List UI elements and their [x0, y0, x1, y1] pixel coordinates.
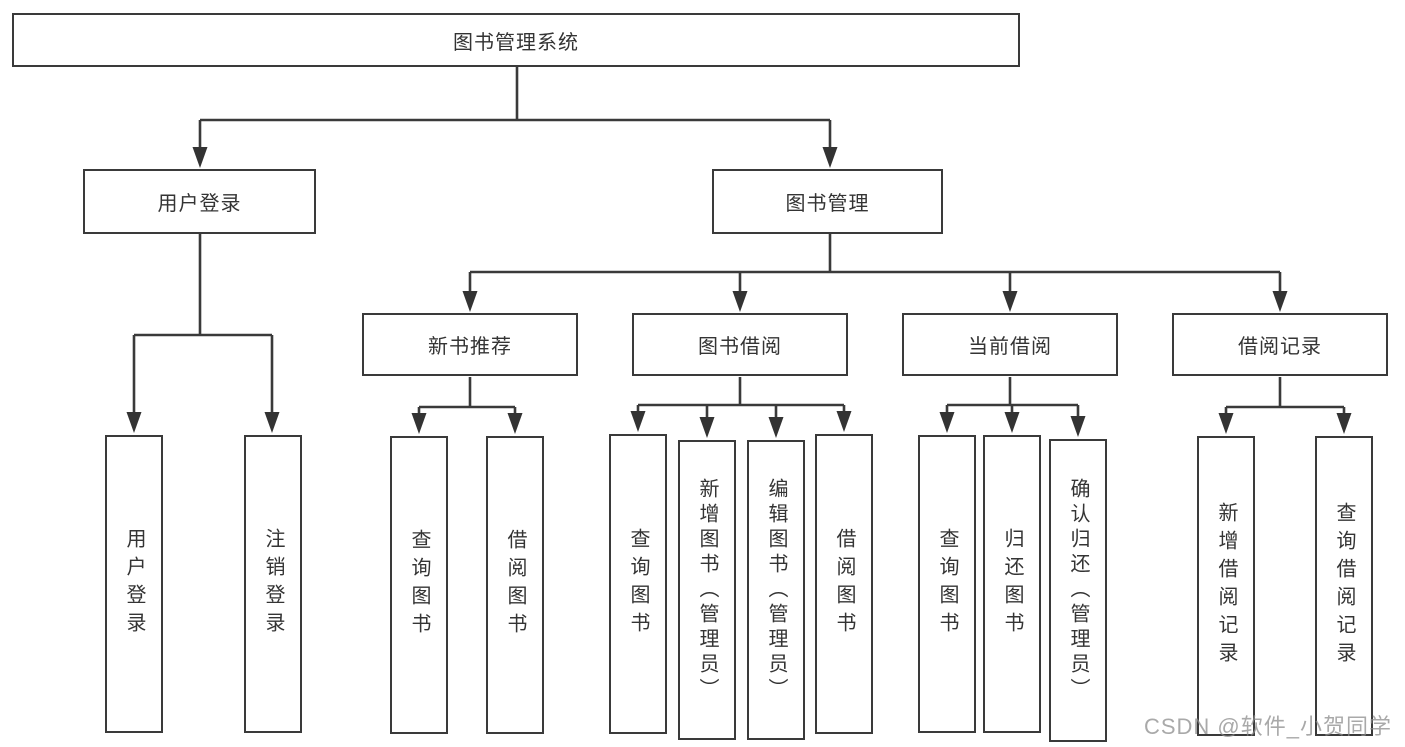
leaf-user-login: 用户登录: [105, 435, 163, 733]
leaf-label: 查询图书: [627, 528, 649, 640]
node-book-borrowing: 图书借阅: [632, 313, 848, 376]
node-user-login-branch: 用户登录: [83, 169, 316, 234]
node-current-borrowing: 当前借阅: [902, 313, 1118, 376]
leaf-edit-books-admin: 编辑图书（管理员）: [747, 440, 805, 740]
node-label: 图书管理系统: [453, 31, 579, 54]
leaf-return-books: 归还图书: [983, 435, 1041, 733]
leaf-borrow-books-recommend: 借阅图书: [486, 436, 544, 734]
node-label: 借阅记录: [1238, 336, 1322, 358]
tree-edges: [132, 67, 1346, 420]
leaf-label: 查询图书: [936, 528, 958, 640]
leaf-add-books-admin: 新增图书（管理员）: [678, 440, 736, 740]
leaf-query-books-recommend: 查询图书: [390, 436, 448, 734]
node-book-management-branch: 图书管理: [712, 169, 943, 234]
node-label: 用户登录: [157, 193, 242, 215]
node-label: 当前借阅: [968, 336, 1052, 358]
node-label: 图书管理: [785, 193, 870, 215]
leaf-label: 借阅图书: [833, 528, 855, 640]
leaf-label: 确认归还（管理员）: [1067, 478, 1089, 703]
node-borrowing-records: 借阅记录: [1172, 313, 1388, 376]
leaf-label: 注销登录: [262, 528, 284, 640]
leaf-add-borrow-record: 新增借阅记录: [1197, 436, 1255, 736]
leaf-label: 查询图书: [408, 529, 430, 641]
leaf-query-books-current: 查询图书: [918, 435, 976, 733]
leaf-label: 新增图书（管理员）: [696, 477, 718, 703]
leaf-query-books-borrowing: 查询图书: [609, 434, 667, 734]
leaf-label: 用户登录: [123, 528, 145, 640]
leaf-label: 编辑图书（管理员）: [765, 477, 787, 703]
node-new-book-recommend: 新书推荐: [362, 313, 578, 376]
node-library-management-system: 图书管理系统: [12, 13, 1020, 67]
csdn-watermark: CSDN @软件_小贺同学: [1143, 714, 1392, 739]
arrowheads: [126, 147, 1352, 438]
leaf-label: 新增借阅记录: [1215, 502, 1237, 670]
node-label: 新书推荐: [428, 336, 512, 358]
leaf-logout: 注销登录: [244, 435, 302, 733]
leaf-confirm-return-admin: 确认归还（管理员）: [1049, 439, 1107, 742]
leaf-label: 归还图书: [1001, 528, 1023, 640]
leaf-label: 查询借阅记录: [1333, 502, 1355, 670]
leaf-label: 借阅图书: [504, 529, 526, 641]
leaf-query-borrow-record: 查询借阅记录: [1315, 436, 1373, 736]
leaf-borrow-books: 借阅图书: [815, 434, 873, 734]
node-label: 图书借阅: [698, 336, 782, 358]
